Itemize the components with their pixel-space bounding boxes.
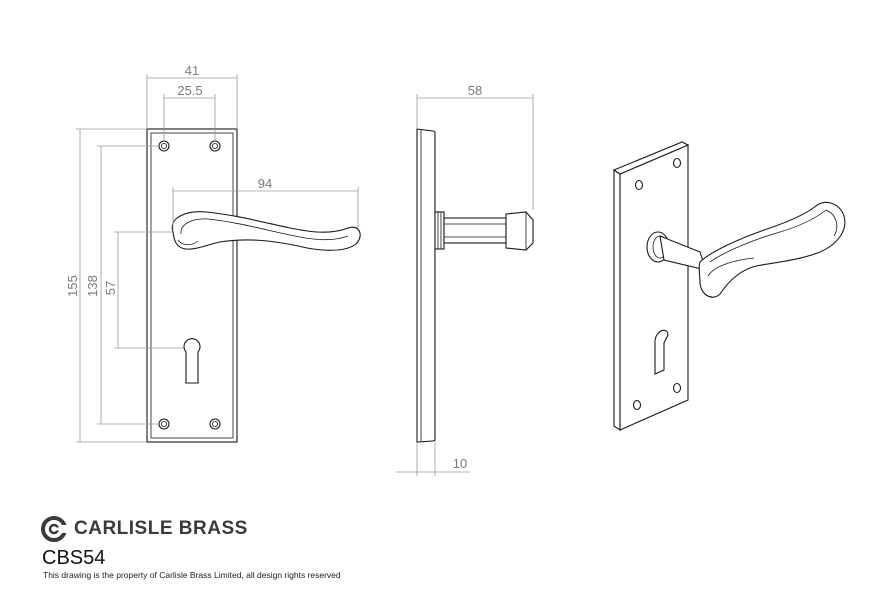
dim-lever-to-keyhole: 57: [103, 281, 118, 295]
front-backplate-bevel: [150, 132, 234, 439]
front-keyhole: [183, 338, 201, 384]
dim-lever-length: 94: [258, 176, 272, 191]
front-rose: [177, 239, 199, 246]
perspective-view: [612, 141, 846, 432]
product-code: CBS54: [42, 547, 106, 569]
side-lever-end: [505, 211, 534, 251]
front-screw-holes: [158, 140, 221, 430]
front-view: [146, 128, 361, 443]
dim-plate-height: 155: [65, 275, 80, 297]
carlisle-brass-c-logo-icon: [41, 516, 67, 542]
side-dimension-lines: [396, 94, 534, 476]
side-neck: [443, 217, 507, 244]
copyright-notice: This drawing is the property of Carlisle…: [43, 570, 341, 580]
front-lever-inner: [180, 218, 349, 241]
brand-name: CARLISLE BRASS: [74, 518, 248, 539]
perspective-plate-edge: [613, 168, 621, 432]
brand-logo: CARLISLE BRASS: [40, 513, 248, 545]
front-dimension-lines: [76, 74, 359, 443]
dim-plate-width: 41: [185, 63, 199, 78]
perspective-screw-holes: [632, 157, 682, 411]
perspective-lever: [698, 201, 846, 298]
front-lever: [171, 211, 361, 251]
side-backplate: [416, 128, 436, 443]
side-rose: [434, 211, 445, 250]
dim-fixing-centres-vertical: 138: [85, 275, 100, 297]
side-view: [416, 128, 534, 443]
front-backplate: [146, 128, 238, 443]
dim-projection: 58: [468, 83, 482, 98]
perspective-keyhole: [654, 329, 669, 375]
dim-plate-thickness: 10: [453, 456, 467, 471]
dim-fixing-centres-horizontal: 25.5: [177, 83, 202, 98]
perspective-plate-top: [612, 141, 690, 175]
perspective-lever-edge: [709, 209, 838, 263]
